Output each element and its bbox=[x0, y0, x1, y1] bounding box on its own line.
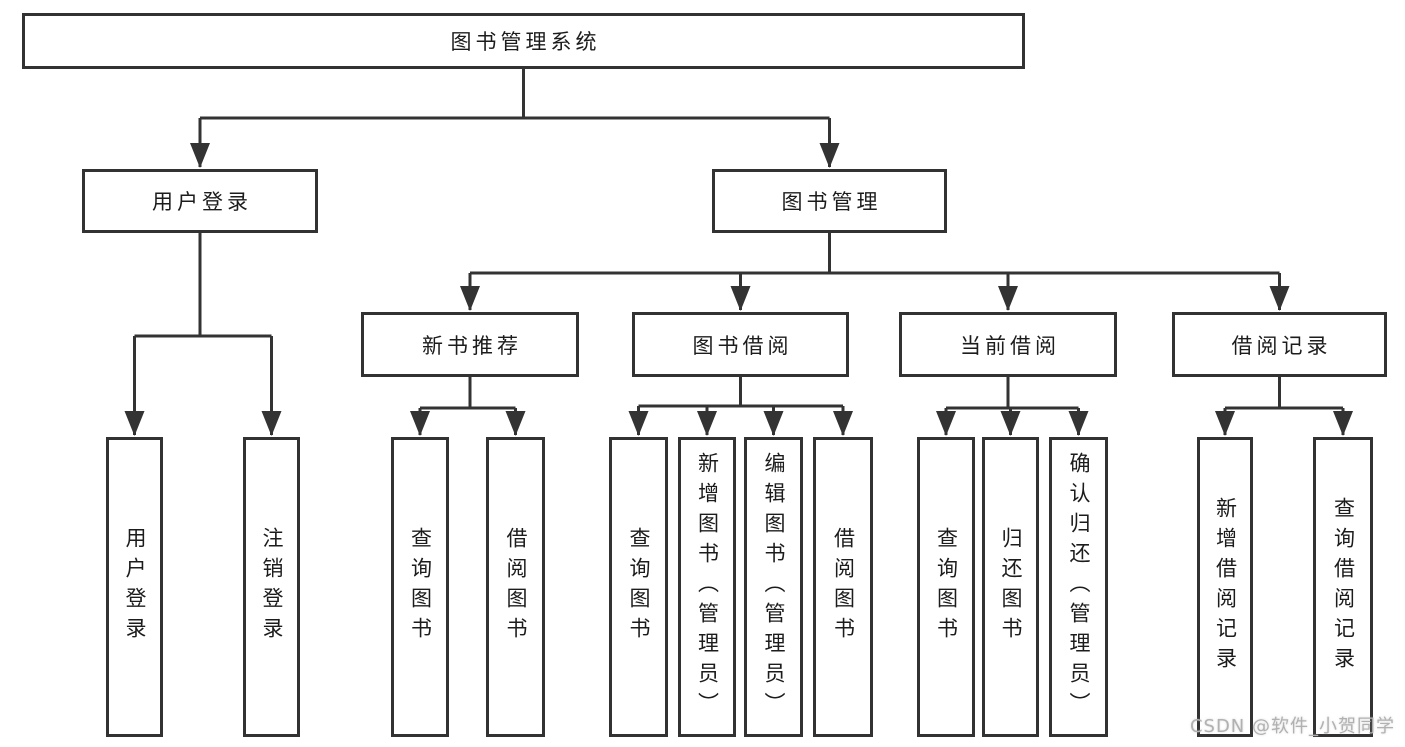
node-borrow-books: 借阅图书 bbox=[486, 437, 545, 737]
node-label: 借阅图书 bbox=[831, 527, 856, 647]
node-label: 查询借阅记录 bbox=[1331, 497, 1356, 677]
node-label: 当前借阅 bbox=[960, 333, 1060, 358]
node-current-borrowing: 当前借阅 bbox=[899, 312, 1117, 377]
node-query-books: 查询图书 bbox=[917, 437, 975, 737]
node-label: 确认归还（管理员） bbox=[1067, 452, 1092, 722]
node-label: 用户登录 bbox=[152, 190, 252, 214]
node-label: 图书管理 bbox=[781, 190, 882, 214]
node-new-book-recommend: 新书推荐 bbox=[361, 312, 579, 377]
node-user-login: 用户登录 bbox=[82, 169, 318, 233]
node-borrow-books: 借阅图书 bbox=[813, 437, 873, 737]
node-return-book: 归还图书 bbox=[982, 437, 1039, 737]
node-label: 图书管理系统 bbox=[450, 30, 601, 54]
node-label: 新书推荐 bbox=[422, 333, 522, 358]
node-query-borrow-record: 查询借阅记录 bbox=[1313, 437, 1373, 737]
node-label: 编辑图书（管理员） bbox=[762, 452, 787, 722]
node-book-management: 图书管理 bbox=[712, 169, 947, 233]
node-label: 借阅记录 bbox=[1231, 333, 1332, 358]
csdn-watermark: CSDN @软件_小贺同学 bbox=[1189, 716, 1395, 737]
node-query-books: 查询图书 bbox=[391, 437, 449, 737]
node-user-login-action: 用户登录 bbox=[106, 437, 163, 737]
node-book-borrowing: 图书借阅 bbox=[632, 312, 849, 377]
node-label: 查询图书 bbox=[934, 527, 959, 647]
node-query-books: 查询图书 bbox=[609, 437, 668, 737]
node-label: 查询图书 bbox=[408, 527, 433, 647]
node-logout: 注销登录 bbox=[243, 437, 300, 737]
node-label: 借阅图书 bbox=[504, 527, 529, 647]
node-add-borrow-record: 新增借阅记录 bbox=[1197, 437, 1253, 737]
node-label: 归还图书 bbox=[999, 527, 1024, 647]
node-label: 图书借阅 bbox=[692, 333, 793, 358]
connector-trunks bbox=[134, 69, 1343, 410]
node-borrow-records: 借阅记录 bbox=[1172, 312, 1387, 377]
node-add-book-admin: 新增图书（管理员） bbox=[678, 437, 736, 737]
node-label: 查询图书 bbox=[627, 527, 652, 647]
node-label: 新增图书（管理员） bbox=[695, 452, 720, 722]
node-label: 用户登录 bbox=[123, 527, 148, 647]
node-edit-book-admin: 编辑图书（管理员） bbox=[744, 437, 803, 737]
node-confirm-return-admin: 确认归还（管理员） bbox=[1049, 437, 1108, 737]
node-label: 新增借阅记录 bbox=[1213, 497, 1238, 677]
node-library-management-system: 图书管理系统 bbox=[22, 13, 1025, 69]
node-label: 注销登录 bbox=[260, 527, 285, 647]
